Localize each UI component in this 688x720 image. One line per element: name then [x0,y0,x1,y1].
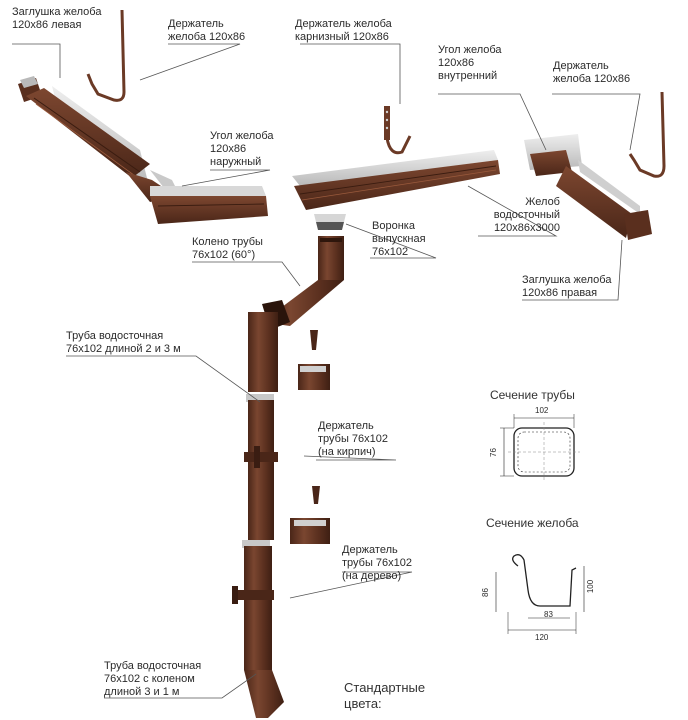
gutter-holder-right [628,91,666,178]
right-gutter-assembly [524,91,666,240]
elbow-top [318,236,344,280]
label-pipe-long: Труба водосточная 76х102 длиной 2 и 3 м [66,330,181,355]
gutter-dim-height-left: 86 [480,588,490,597]
gutter-section-drawing [495,554,585,634]
gutter-holder-eave [384,106,412,155]
label-standard-colors: Стандартные цвета: [344,680,426,711]
label-elbow: Колено трубы 76х102 (60°) [192,236,263,261]
funnel-outlet [314,214,346,230]
label-pipe-outlet: Труба водосточная 76х102 с коленом длино… [104,660,202,698]
left-gutter-assembly [18,9,268,224]
pipe-section-title: Сечение трубы [490,388,575,402]
downpipe-assembly [232,236,344,718]
label-holder-right: Держатель желоба 120х86 [553,60,631,85]
leader-lines [12,43,641,699]
pipe-holder-wood-part [290,486,330,544]
gutter-dim-height-right: 100 [586,579,596,594]
label-corner-inner: Угол желоба 120х86 внутренний [438,44,502,82]
pipe-section-drawing [500,414,580,482]
label-pipe-holder-brick: Держатель трубы 76х102 (на кирпич) [318,420,389,458]
label-pipe-holder-wood: Держатель трубы 76х102 (на дерево) [342,544,413,582]
gutter-section-title: Сечение желоба [486,516,579,530]
gutter-left-body [26,88,150,178]
label-holder-left: Держатель желоба 120х86 [168,18,246,43]
gutter-dim-bottom-inner: 83 [544,610,553,619]
label-corner-outer: Угол желоба 120х86 наружный [210,130,274,168]
gutter-dim-bottom-total: 120 [535,633,549,642]
gutter-main-inner [292,150,498,186]
gutter-end-cap-right [624,210,652,240]
label-funnel: Воронка выпускная 76х102 [372,220,426,258]
gutter-holder-left [86,9,126,102]
label-cap-left: Заглушка желоба 120х86 левая [12,6,102,31]
pipe-holder-brick-part [298,330,330,390]
label-cap-right: Заглушка желоба 120х86 правая [522,274,612,299]
center-gutter [292,106,500,210]
pipe-dim-height: 76 [488,448,498,457]
pipe-dim-width: 102 [535,406,549,415]
outlet-elbow [244,670,284,718]
label-holder-eave: Держатель желоба карнизный 120х86 [295,18,392,43]
label-gutter: Желоб водосточный 120х86х3000 [493,196,560,234]
